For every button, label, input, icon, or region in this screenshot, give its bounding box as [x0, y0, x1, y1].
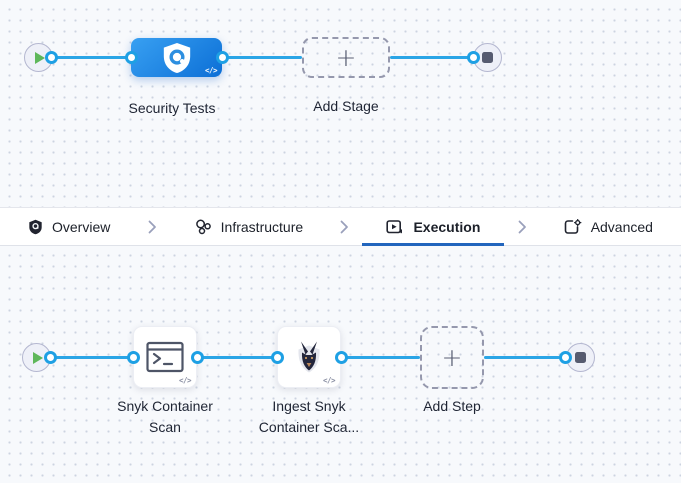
- edge-addstep-to-end: [484, 356, 560, 359]
- chevron-right-icon: [148, 208, 157, 245]
- stage-graph-canvas: </> Security Tests + Add Stage: [0, 0, 681, 207]
- code-badge-icon: </>: [204, 66, 218, 75]
- stage-label: Security Tests: [128, 100, 216, 116]
- code-badge-icon: </>: [322, 376, 336, 385]
- stage-node-security-tests[interactable]: </>: [131, 38, 222, 77]
- plus-icon: +: [441, 343, 463, 372]
- add-stage-button[interactable]: +: [302, 37, 390, 78]
- edge-start-to-stage: [51, 56, 131, 59]
- edge-stage-to-addstage: [222, 56, 302, 59]
- tab-infrastructure[interactable]: Infrastructure: [170, 208, 327, 245]
- step-label: Ingest Snyk Container Sca...: [258, 398, 360, 435]
- connector-point[interactable]: [334, 351, 348, 364]
- connector-point[interactable]: [270, 351, 284, 364]
- chevron-right-icon: [340, 208, 349, 245]
- connector-point[interactable]: [44, 351, 57, 364]
- step-node-ingest-snyk-container-scan[interactable]: </>: [277, 326, 341, 388]
- edge-addstage-to-end: [390, 56, 470, 59]
- add-step-button[interactable]: +: [420, 326, 484, 389]
- tab-label: Advanced: [590, 218, 653, 235]
- edge-step2-to-addstep: [341, 356, 420, 359]
- infrastructure-icon: [195, 219, 211, 235]
- connector-point[interactable]: [467, 51, 480, 64]
- tab-label: Infrastructure: [220, 218, 304, 235]
- edge-start-to-step1: [51, 356, 133, 359]
- add-step-label: Add Step: [423, 398, 481, 414]
- advanced-icon: [564, 218, 582, 234]
- connector-point[interactable]: [190, 351, 204, 364]
- play-icon: [35, 51, 45, 64]
- shield-icon: [29, 219, 42, 234]
- code-badge-icon: </>: [178, 376, 192, 385]
- stop-icon: [482, 52, 493, 63]
- terminal-icon: [146, 341, 184, 373]
- edge-step1-to-step2: [197, 356, 277, 359]
- step-graph-canvas: </> Snyk Container Scan </> Ingest: [0, 246, 681, 483]
- stop-icon: [575, 352, 586, 363]
- connector-point[interactable]: [215, 51, 229, 64]
- connector-point[interactable]: [45, 51, 58, 64]
- connector-point[interactable]: [126, 351, 140, 364]
- chevron-right-icon: [518, 208, 527, 245]
- play-icon: [33, 351, 43, 364]
- snyk-dog-icon: [298, 341, 320, 372]
- connector-point[interactable]: [124, 51, 138, 64]
- connector-point[interactable]: [559, 351, 572, 364]
- tab-execution[interactable]: Execution: [362, 208, 505, 246]
- step-label: Snyk Container Scan: [117, 398, 213, 435]
- step-node-snyk-container-scan[interactable]: </>: [133, 326, 197, 388]
- tab-label: Overview: [52, 218, 111, 235]
- execution-icon: [386, 219, 403, 233]
- tab-overview[interactable]: Overview: [4, 208, 134, 245]
- plus-icon: +: [335, 43, 357, 72]
- tab-advanced[interactable]: Advanced: [540, 208, 677, 245]
- security-scan-shield-icon: [163, 42, 190, 73]
- tab-label: Execution: [413, 218, 481, 235]
- add-stage-label: Add Stage: [313, 98, 379, 114]
- stage-config-tabbar: Overview Infrastructure Execution: [0, 207, 681, 246]
